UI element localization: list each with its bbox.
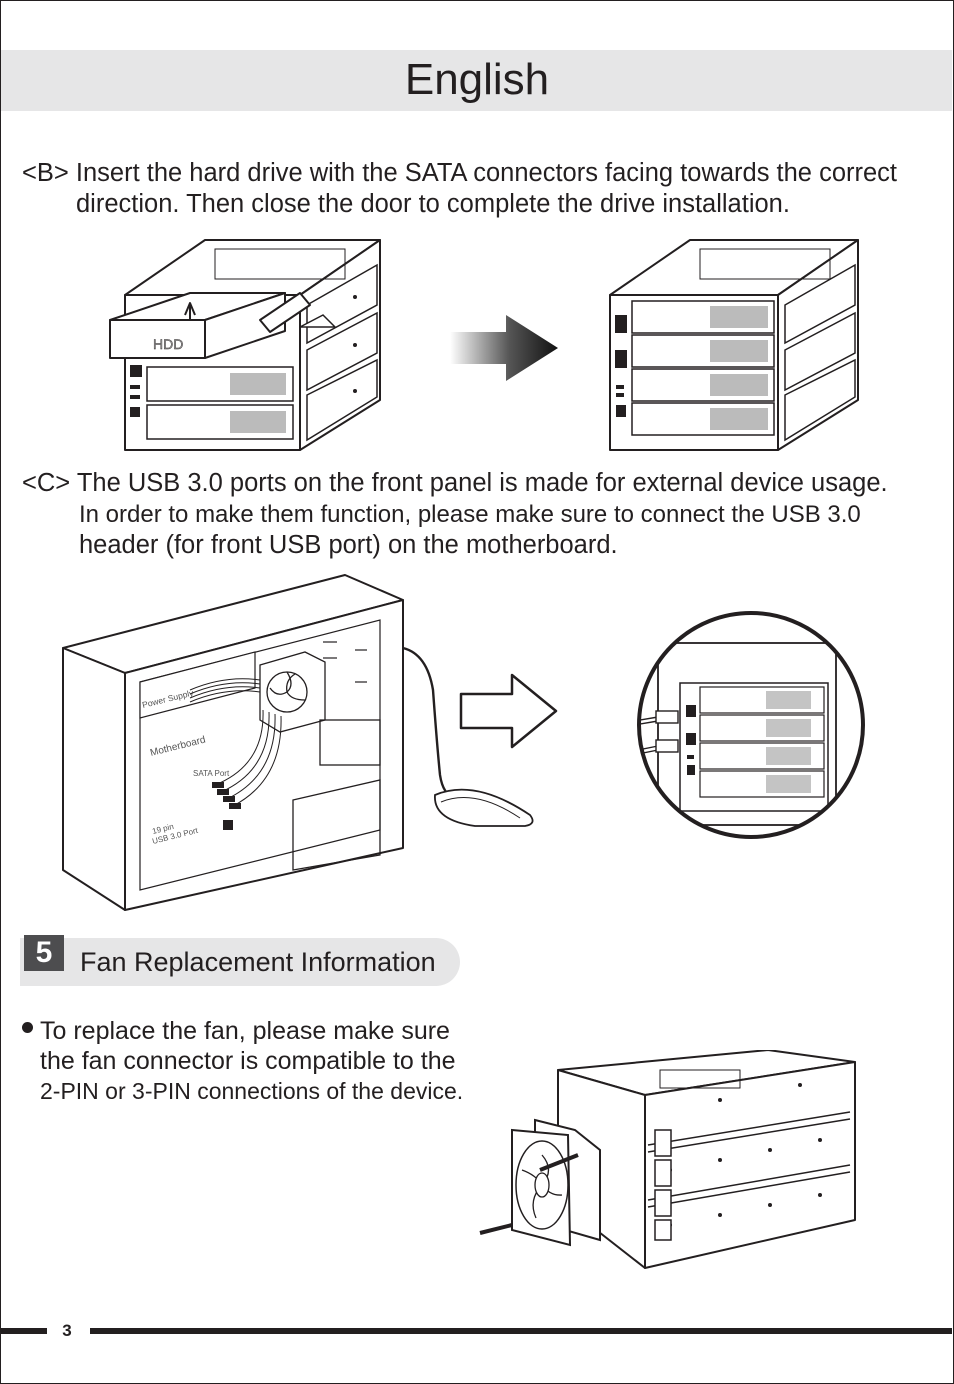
- fan-replacement-illustration: [479, 1050, 856, 1269]
- screw-icon: [479, 1153, 579, 1235]
- fan-note-line3: 2-PIN or 3-PIN connections of the device…: [40, 1078, 464, 1104]
- step-c-line3: header (for front USB port) on the mothe…: [79, 531, 618, 559]
- fan-note-line1: To replace the fan, please make sure: [40, 1017, 450, 1045]
- sata-port-label: SATA Port: [193, 769, 230, 778]
- step-c-text: <C> The USB 3.0 ports on the front panel…: [22, 468, 888, 561]
- pc-case-wiring-illustration: Power Supply Motherboard SATA Port 19 pi…: [62, 574, 534, 911]
- hdd-label: HDD: [153, 336, 183, 352]
- step-c-line1: The USB 3.0 ports on the front panel is …: [76, 469, 888, 497]
- fan-icon: [511, 1118, 601, 1247]
- outline-arrow-right-icon: [459, 673, 558, 749]
- arrow-right-icon: [450, 315, 558, 381]
- step-c-label: <C>: [22, 469, 71, 497]
- external-drive-icon: [434, 788, 534, 827]
- step-b-line1: Insert the hard drive with the SATA conn…: [75, 159, 898, 187]
- header-band: [1, 50, 952, 111]
- section-header-bar: [20, 938, 460, 986]
- footer-rule-left: [1, 1328, 47, 1334]
- front-usb-zoom-illustration: [637, 611, 865, 839]
- hdd-insert-illustration: HDD: [109, 239, 381, 451]
- page-title: English: [404, 55, 550, 104]
- page-number: 3: [62, 1321, 72, 1340]
- fan-note-text: To replace the fan, please make sure the…: [40, 1016, 463, 1106]
- step-b-text: <B> Insert the hard drive with the SATA …: [22, 158, 897, 220]
- section-title: Fan Replacement Information: [80, 947, 436, 977]
- bullet-icon: [22, 1022, 33, 1033]
- section-number: 5: [24, 935, 64, 971]
- drive-cage-complete-illustration: [609, 239, 859, 451]
- fan-note-line2: the fan connector is compatible to the: [40, 1047, 456, 1075]
- step-c-line2: In order to make them function, please m…: [79, 501, 861, 528]
- footer-rule-right: [90, 1328, 952, 1334]
- step-b-line2: direction. Then close the door to comple…: [76, 190, 790, 218]
- step-b-label: <B>: [22, 159, 69, 187]
